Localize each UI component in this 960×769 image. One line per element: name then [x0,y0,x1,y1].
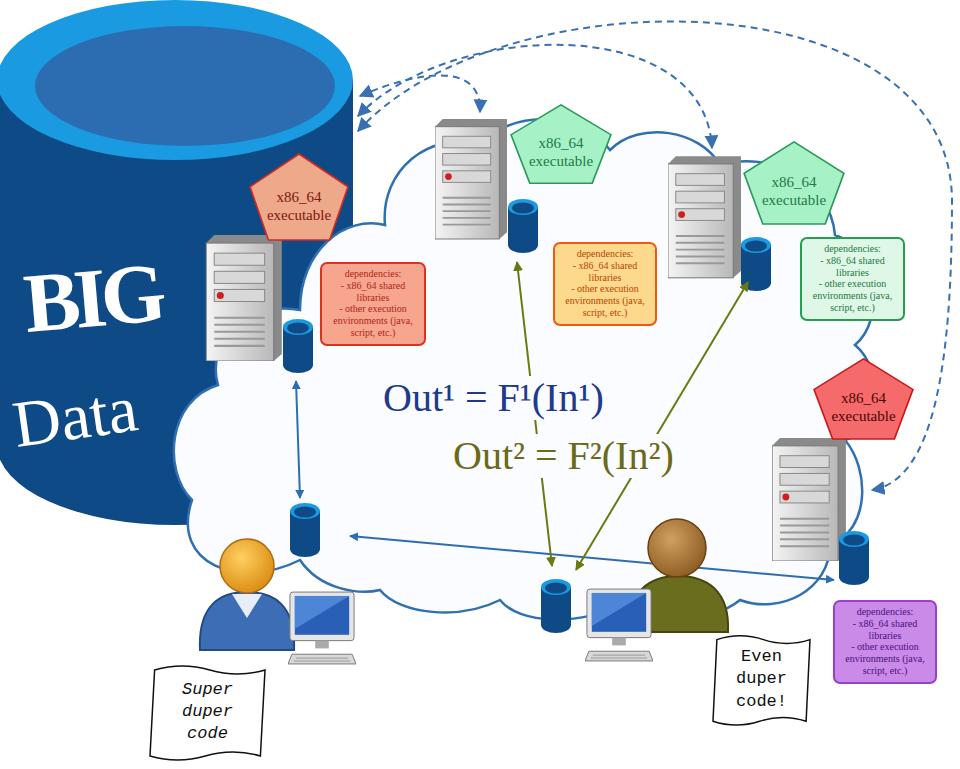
executable-label: x86_64 executable [824,389,904,425]
dependency-heading: dependencies: [326,268,420,280]
computer [288,592,356,664]
user-blue [200,539,294,650]
dashed-arrow [358,21,952,490]
big-text: BIG [21,250,164,346]
dependency-box: dependencies:- x86_64 shared libraries- … [800,237,905,321]
executable-pentagon: x86_64 executable [509,103,613,185]
dependency-item: - x86_64 shared libraries [806,255,899,279]
dependency-box: dependencies:- x86_64 shared libraries- … [553,242,657,326]
storage-cylinder [508,199,538,253]
dependency-item: - other execution environments (java, sc… [326,303,420,338]
dependency-item: - other execution environments (java, sc… [806,278,899,313]
arrow [350,536,834,580]
note-text-area: Super duper code [154,668,261,756]
pentagon-text-area: x86_64 executable [517,124,605,179]
formula: Out¹ = F¹(In¹) [380,376,607,420]
executable-label: x86_64 executable [259,188,339,224]
formula: Out² = F²(In²) [450,434,677,478]
code-note-text: Super duper code [176,679,240,745]
server [668,156,741,278]
user-olive [630,519,728,632]
dependency-item: - x86_64 shared libraries [559,260,651,284]
dependency-box: dependencies:- x86_64 shared libraries- … [833,600,937,684]
computer [585,589,653,661]
dependency-item: - other execution environments (java, sc… [559,283,651,318]
dependency-item: - x86_64 shared libraries [326,280,420,304]
code-note: Super duper code [150,662,265,762]
pentagon-text-area: x86_64 executable [820,379,907,435]
storage-cylinder [290,503,320,557]
executable-pentagon: x86_64 executable [812,357,915,441]
storage-cylinder [541,579,571,633]
executable-pentagon: x86_64 executable [248,152,350,242]
server [772,438,846,561]
dependency-heading: dependencies: [559,248,651,260]
dependency-item: - x86_64 shared libraries [839,618,931,642]
pentagon-text-area: x86_64 executable [256,175,342,236]
storage-cylinder [283,319,313,373]
dashed-arrow [360,75,480,112]
dependency-heading: dependencies: [839,606,931,618]
cloud [174,119,875,619]
code-note: Even duper code! [713,632,810,727]
pentagon-text-area: x86_64 executable [750,162,838,220]
dependency-box: dependencies:- x86_64 shared libraries- … [320,262,426,346]
executable-label: x86_64 executable [754,173,834,209]
server [206,235,282,361]
note-text-area: Even duper code! [717,638,806,721]
server [435,119,507,239]
code-note-text: Even duper code! [730,646,794,712]
executable-pentagon: x86_64 executable [742,140,846,226]
data-cylinder: BIGData [0,0,360,530]
storage-cylinder [741,237,771,291]
dependency-item: - other execution environments (java, sc… [839,641,931,676]
storage-cylinder [839,531,869,585]
dependency-heading: dependencies: [806,243,899,255]
arrow [296,381,300,498]
executable-label: x86_64 executable [521,134,601,170]
